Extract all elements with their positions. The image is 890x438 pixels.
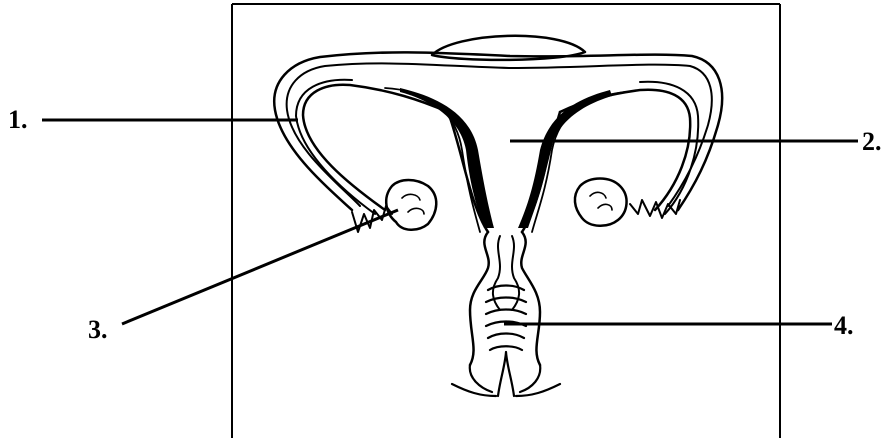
left-ovary-follicles [402, 194, 424, 214]
right-ovary [575, 179, 627, 226]
label-4: 4. [834, 311, 854, 340]
uterine-cavity-left [385, 88, 480, 232]
vaginal-canal [452, 352, 560, 396]
left-fallopian-tube [303, 85, 448, 210]
endometrium-left [400, 88, 494, 228]
label-2: 2. [862, 127, 882, 156]
callout-line-3 [122, 210, 398, 324]
right-ovary-follicles [590, 192, 612, 210]
label-3: 3. [88, 315, 108, 344]
left-ovary [386, 180, 436, 230]
vaginal-rugae [486, 286, 526, 351]
label-1: 1. [8, 105, 28, 134]
